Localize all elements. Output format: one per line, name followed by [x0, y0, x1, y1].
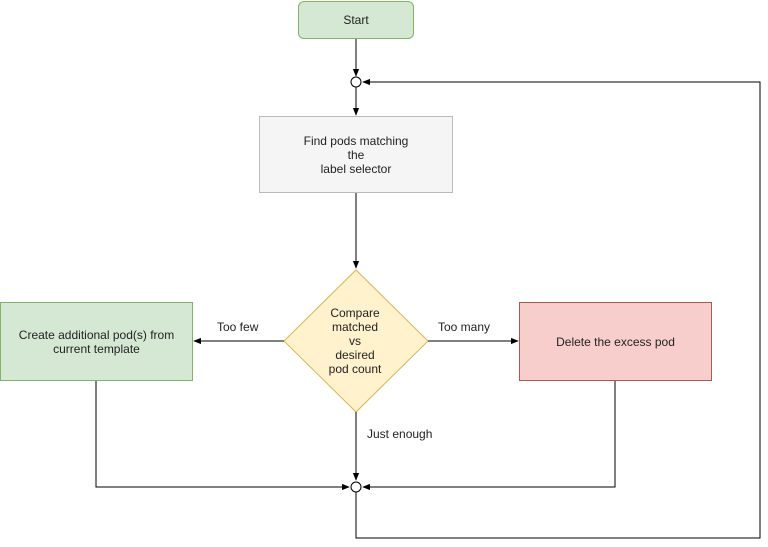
start-node: Start	[298, 1, 414, 39]
edge-delete-to-junction	[362, 381, 616, 491]
edge-label-too-many: Too many	[436, 320, 493, 334]
compare-decision-label: Compare matched vs desired pod count	[328, 306, 382, 376]
edge-label-just-enough: Just enough	[365, 427, 435, 441]
edge-label-too-few: Too few	[215, 320, 261, 334]
create-pods-step: Create additional pod(s) from current te…	[0, 302, 193, 381]
find-pods-step: Find pods matching the label selector	[259, 116, 453, 193]
edge-loop-back	[355, 78, 761, 539]
merge-junction-top	[350, 76, 362, 88]
delete-pod-step: Delete the excess pod	[519, 302, 712, 381]
merge-junction-bottom	[350, 481, 362, 493]
edge-create-to-junction	[95, 381, 350, 491]
